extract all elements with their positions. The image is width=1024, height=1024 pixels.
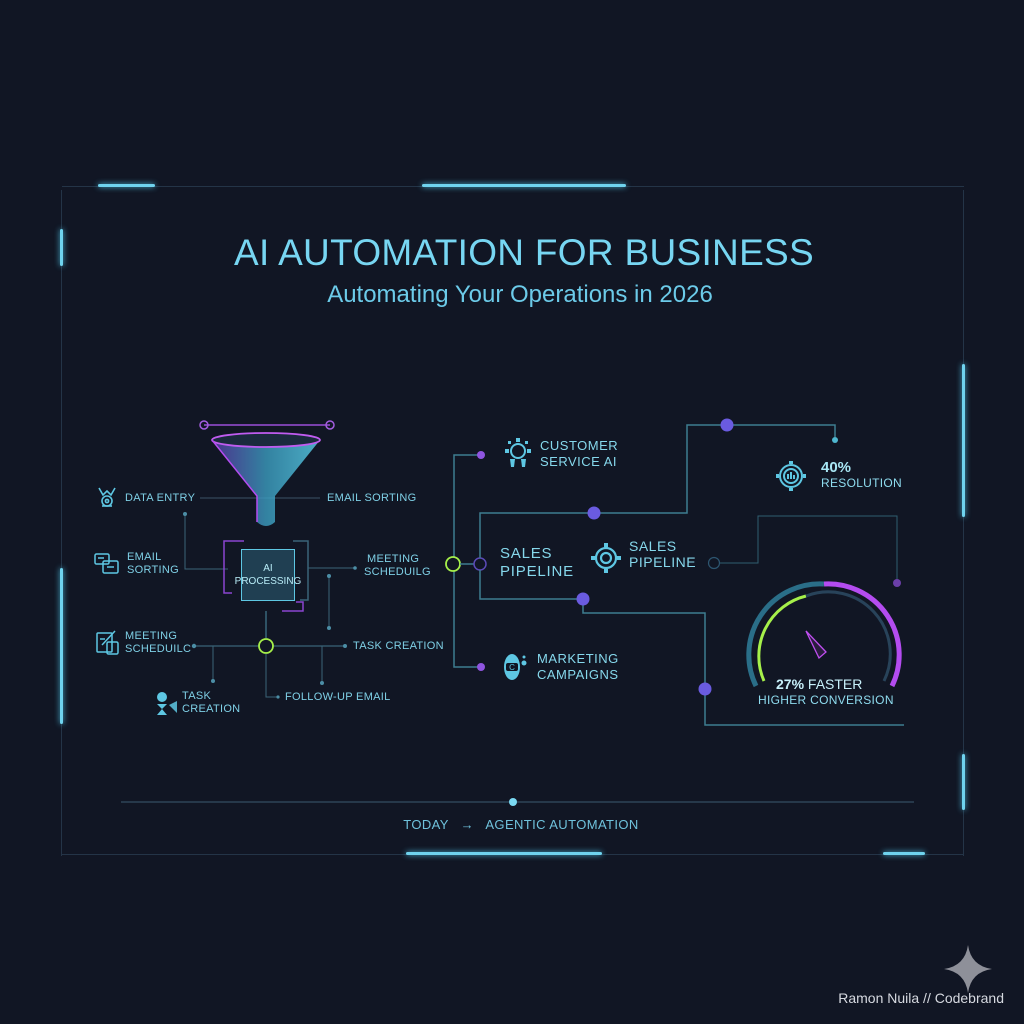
left-label-task-creation: TASK CREATION <box>182 690 240 716</box>
frame-accent <box>98 184 155 187</box>
gear-people-icon <box>505 438 531 467</box>
timeline-end: AGENTIC AUTOMATION <box>485 817 639 832</box>
funnel-icon <box>211 432 321 526</box>
edit-document-icon <box>96 630 119 655</box>
label-line2: CAMPAIGNS <box>537 667 619 682</box>
frame-accent <box>962 364 965 517</box>
gauge-value: 27% FASTER <box>776 676 862 692</box>
label-line2: SERVICE AI <box>540 454 618 469</box>
gear-chart-icon <box>776 461 806 491</box>
label-line2: SORTING <box>127 564 180 576</box>
timeline-label: TODAY → AGENTIC AUTOMATION <box>0 817 1024 832</box>
stat-resolution-value: 40% <box>821 459 852 476</box>
label-line1: SALES <box>500 545 553 562</box>
left-label-meeting-scheduling: MEETING SCHEDUILC <box>125 630 191 656</box>
frame-accent <box>962 754 965 810</box>
label-line1: EMAIL <box>127 551 162 563</box>
frame-accent <box>406 852 602 855</box>
timeline-start: TODAY <box>403 817 449 832</box>
stat-resolution-label: RESOLUTION <box>821 476 903 490</box>
gauge-suffix: FASTER <box>807 676 863 692</box>
frame-right-border <box>963 190 964 856</box>
person-send-icon <box>157 692 177 715</box>
frame-accent <box>60 229 63 266</box>
label-line2: PIPELINE <box>500 563 574 580</box>
node-marketing-campaigns: MARKETING CAMPAIGNS <box>537 651 619 683</box>
label-line1: CUSTOMER <box>540 438 619 453</box>
branch-label-email-sorting: EMAIL SORTING <box>327 492 417 504</box>
sparkle-star-icon <box>944 945 992 993</box>
branch-label-meeting-scheduling: MEETING SCHEDUILG <box>364 553 431 579</box>
label-line1: MARKETING <box>537 651 619 666</box>
frame-accent <box>60 568 63 724</box>
page-title: AI AUTOMATION FOR BUSINESS <box>233 232 815 273</box>
branch-label-follow-up-email: FOLLOW-UP EMAIL <box>285 691 391 703</box>
gauge-percent: 27% <box>776 676 805 692</box>
arrow-right-icon: → <box>460 817 475 832</box>
credit-text: Ramon Nuila // Codebrand <box>838 990 1004 1006</box>
node-customer-service-ai: CUSTOMER SERVICE AI <box>540 438 618 470</box>
gear-icon <box>591 543 621 573</box>
left-label-data-entry: DATA ENTRY <box>125 492 196 504</box>
ai-processing-line2: PROCESSING <box>234 576 302 587</box>
chat-bubbles-icon <box>94 553 119 574</box>
frame-accent <box>422 184 626 187</box>
page-subtitle: Automating Your Operations in 2026 <box>327 281 713 308</box>
robot-hand-icon <box>98 487 116 507</box>
label-line2: SCHEDUILG <box>364 566 431 578</box>
frame-left-border <box>61 190 62 856</box>
label-line1: MEETING <box>367 553 420 565</box>
node-sales-pipeline-secondary: SALES PIPELINE <box>629 538 696 570</box>
branch-label-task-creation: TASK CREATION <box>353 640 444 652</box>
label-line2: CREATION <box>182 703 241 715</box>
label-line1: MEETING <box>125 630 178 642</box>
label-line1: SALES <box>629 538 677 554</box>
gauge-label: HIGHER CONVERSION <box>758 693 894 707</box>
node-sales-pipeline-primary: SALES PIPELINE <box>500 545 574 581</box>
frame-accent <box>883 852 925 855</box>
label-line2: PIPELINE <box>629 554 697 570</box>
svg-text:C: C <box>509 663 515 672</box>
ai-processing-line1: AI <box>263 563 273 574</box>
ai-processing-node: AI PROCESSING <box>235 549 301 601</box>
left-label-email-sorting: EMAIL SORTING <box>127 551 179 577</box>
label-line2: SCHEDUILC <box>125 643 192 655</box>
label-line1: TASK <box>182 690 212 702</box>
megaphone-bot-icon: C <box>504 654 527 680</box>
